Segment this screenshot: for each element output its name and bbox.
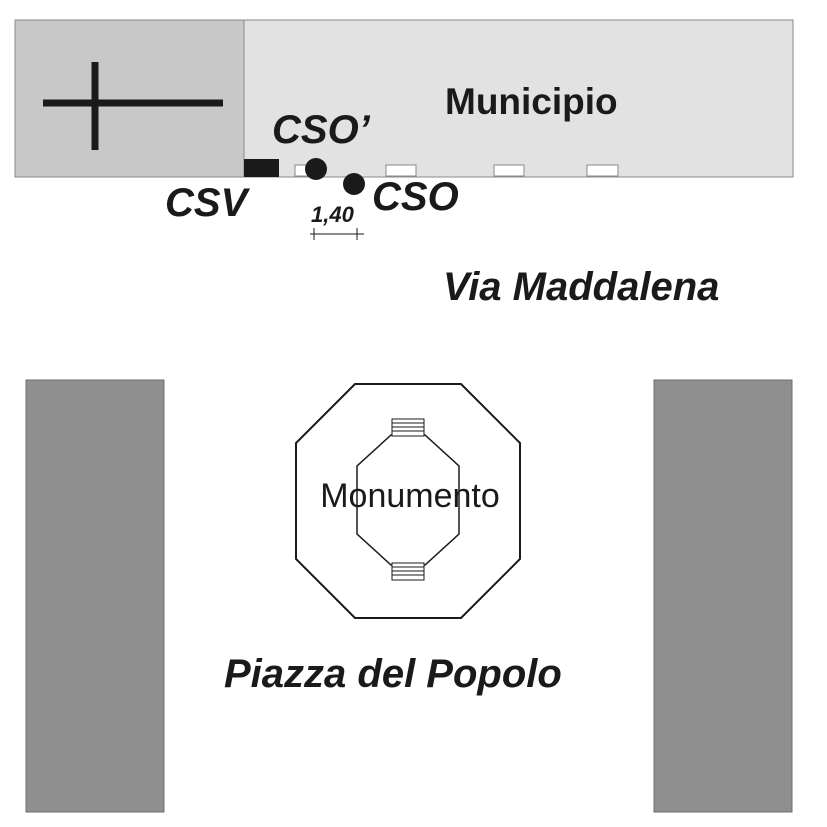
distance-label: 1,40: [311, 202, 355, 227]
monument-top-steps: [391, 418, 425, 437]
csv-label: CSV: [165, 181, 251, 225]
dimension-line: [310, 228, 364, 240]
monumento-label: Monumento: [320, 477, 500, 515]
monument-inner-octagon: [356, 434, 460, 566]
right-building-block: [653, 379, 793, 813]
cross-symbol: [43, 62, 223, 150]
cso-prime-label: CSO’: [272, 108, 371, 152]
csv-marker: [244, 159, 279, 177]
cso-label: CSO: [372, 175, 459, 219]
piazza-label: Piazza del Popolo: [224, 652, 562, 696]
monument-bottom-steps: [391, 562, 425, 581]
cso-prime-point: [305, 158, 327, 180]
window-2: [385, 164, 417, 177]
left-building-block: [25, 379, 165, 813]
municipio-tower-block: [14, 19, 245, 178]
window-3: [493, 164, 525, 177]
window-4: [586, 164, 619, 177]
street-label: Via Maddalena: [443, 265, 719, 309]
cso-point: [343, 173, 365, 195]
municipio-label: Municipio: [445, 81, 618, 122]
monument: Monumento: [295, 383, 521, 619]
